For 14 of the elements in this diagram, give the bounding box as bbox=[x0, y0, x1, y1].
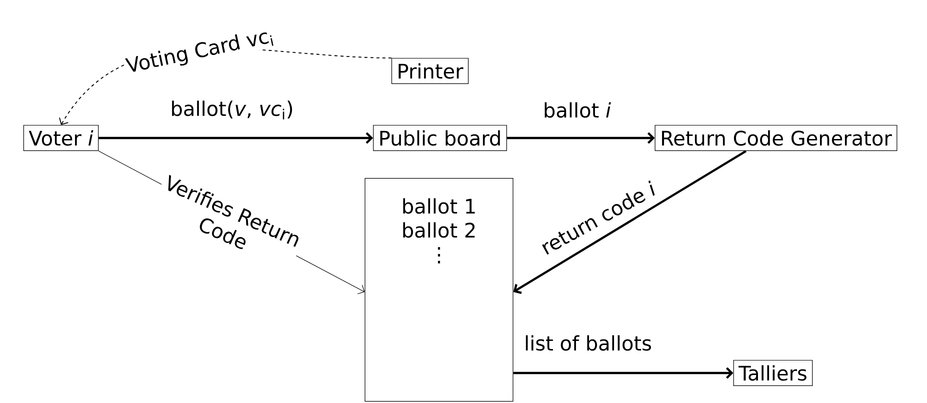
edge-label: list of ballots bbox=[523, 334, 653, 352]
arrow bbox=[98, 132, 374, 144]
process-box: Voter i bbox=[23, 124, 99, 152]
edge-label: ballot(v, vc$_{i}$) bbox=[169, 100, 295, 120]
process-box: Return Code Generator bbox=[654, 124, 898, 152]
ballot-list-box: ballot 1 ballot 2 ⋮ bbox=[364, 178, 514, 402]
arrow bbox=[513, 150, 747, 294]
process-box: Talliers bbox=[733, 360, 813, 386]
arrow bbox=[513, 367, 734, 379]
edge-label: ballot i bbox=[542, 101, 612, 119]
edge-label: Voting Card vc$_{i}$ bbox=[124, 26, 276, 78]
arrow bbox=[506, 132, 655, 144]
process-box: Public board bbox=[373, 124, 507, 152]
process-box: Printer bbox=[391, 58, 469, 84]
